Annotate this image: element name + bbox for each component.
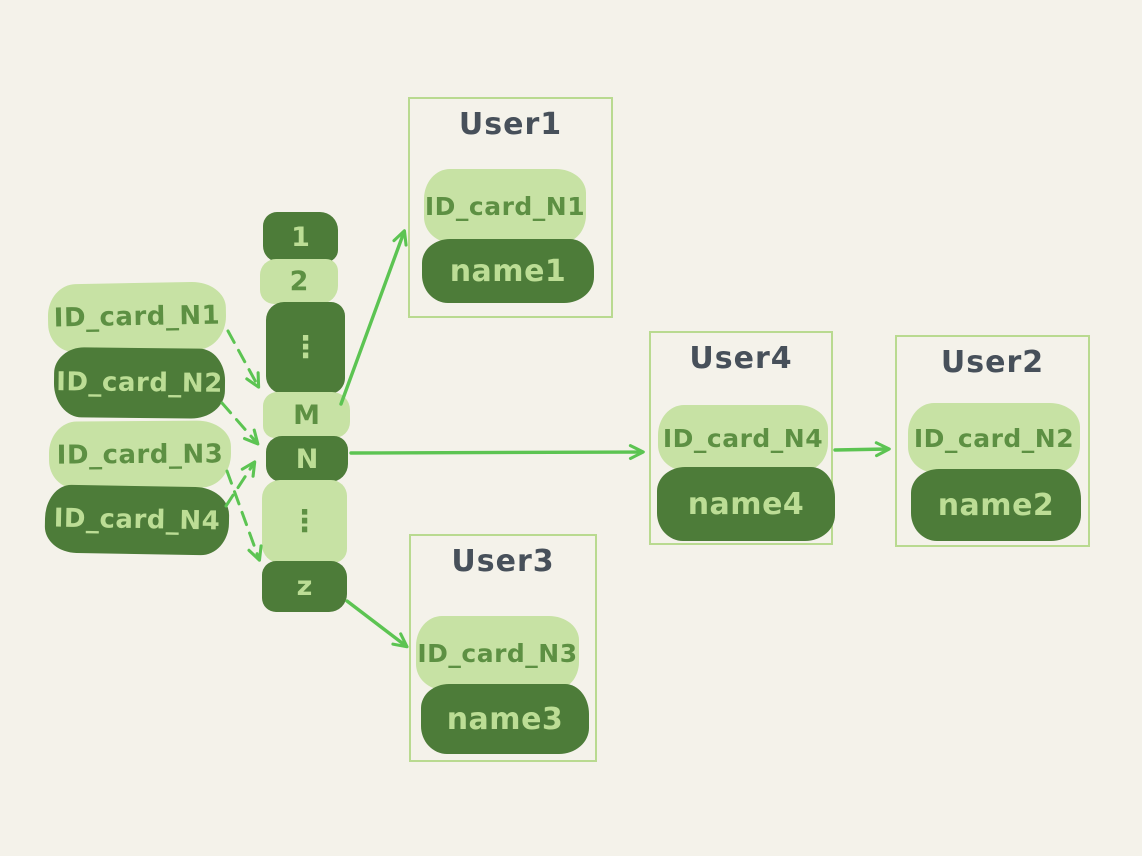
id-card-pill-n3: ID_card_N3 <box>48 420 232 489</box>
id-card-label: ID_card_N2 <box>913 423 1075 453</box>
bucket-label: 1 <box>291 221 310 253</box>
bucket-label: ⋮ <box>290 330 321 365</box>
user4-name-pill: name4 <box>657 467 835 541</box>
user3-id-card-pill: ID_card_N3 <box>416 616 579 690</box>
id-card-label: ID_card_N1 <box>53 300 221 334</box>
bucket-ellipsis-lower: ⋮ <box>262 480 347 563</box>
edge-idcard1-to-bucket-m <box>226 329 261 389</box>
user2-box: User2 ID_card_N2 name2 <box>895 335 1090 547</box>
name-label: name1 <box>449 253 567 289</box>
bucket-label: M <box>293 399 320 431</box>
bucket-2: 2 <box>260 259 338 304</box>
edge-user4-to-user2 <box>833 441 891 458</box>
id-card-label: ID_card_N4 <box>662 423 824 453</box>
bucket-label: N <box>295 443 319 475</box>
name-label: name4 <box>687 486 805 522</box>
user4-id-card-pill: ID_card_N4 <box>658 405 828 471</box>
user1-id-card-pill: ID_card_N1 <box>424 169 586 243</box>
bucket-1: 1 <box>263 212 338 262</box>
edge-idcard4-to-bucket-n <box>224 460 257 508</box>
user3-name-pill: name3 <box>421 684 589 754</box>
edge-bucket-n-to-user4 <box>349 444 645 461</box>
id-card-label: ID_card_N3 <box>56 438 224 471</box>
id-card-pill-n2: ID_card_N2 <box>53 347 226 419</box>
edge-bucket-m-to-user1 <box>339 229 408 406</box>
id-card-label: ID_card_N4 <box>53 503 221 537</box>
bucket-ellipsis-upper: ⋮ <box>266 302 345 394</box>
name-label: name2 <box>937 487 1055 523</box>
id-card-label: ID_card_N1 <box>424 191 586 221</box>
user4-box: User4 ID_card_N4 name4 <box>649 331 835 545</box>
user3-title: User3 <box>451 544 555 579</box>
user2-title: User2 <box>940 345 1045 380</box>
bucket-m: M <box>263 392 350 438</box>
user4-title: User4 <box>689 341 793 376</box>
bucket-n: N <box>266 436 348 482</box>
id-card-label: ID_card_N2 <box>56 367 223 399</box>
bucket-label: 2 <box>289 266 309 297</box>
bucket-label: z <box>296 571 313 602</box>
id-card-pill-n4: ID_card_N4 <box>44 484 230 556</box>
edge-idcard3-to-bucket-z <box>225 469 263 562</box>
bucket-label: ⋮ <box>289 503 320 539</box>
user3-box: User3 ID_card_N3 name3 <box>409 534 597 762</box>
name-label: name3 <box>446 701 564 737</box>
edge-bucket-z-to-user3 <box>345 599 409 649</box>
user1-name-pill: name1 <box>422 239 594 303</box>
id-card-pill-n1: ID_card_N1 <box>47 281 227 353</box>
bucket-z: z <box>262 561 347 612</box>
user1-box: User1 ID_card_N1 name1 <box>408 97 613 318</box>
user2-name-pill: name2 <box>911 469 1081 541</box>
user1-title: User1 <box>458 107 563 142</box>
user2-id-card-pill: ID_card_N2 <box>908 403 1080 473</box>
id-card-label: ID_card_N3 <box>417 638 578 668</box>
